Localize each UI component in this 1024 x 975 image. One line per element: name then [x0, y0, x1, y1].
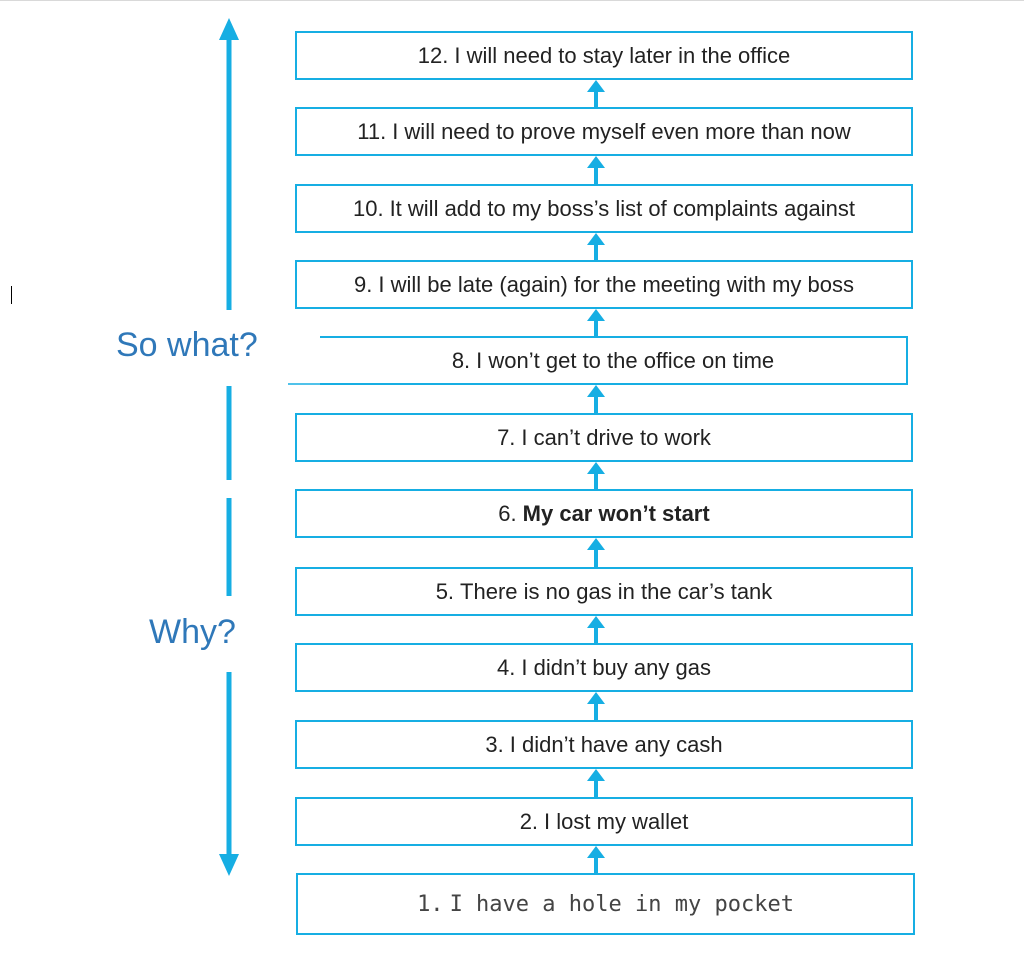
step-box-1: 1.I have a hole in my pocket — [296, 873, 915, 935]
step-number: 7. — [497, 424, 516, 450]
step-number: 10. — [352, 195, 384, 221]
connector-arrow-head — [587, 309, 605, 321]
connector-arrow-head — [587, 233, 605, 245]
top-divider — [0, 0, 1024, 1]
step-text: I will be late (again) for the meeting w… — [378, 271, 854, 297]
connector-arrow-head — [587, 616, 605, 628]
text-cursor — [11, 286, 12, 304]
step-box-7: 7.I can’t drive to work — [295, 413, 913, 462]
so-what-arrow-head — [219, 18, 239, 40]
step-box-10: 10.It will add to my boss’s list of comp… — [295, 184, 913, 233]
step-box-4: 4.I didn’t buy any gas — [295, 643, 913, 692]
step-box-9: 9.I will be late (again) for the meeting… — [295, 260, 913, 309]
connector-arrow-head — [587, 692, 605, 704]
step-number: 12. — [417, 42, 449, 68]
step-box-11: 11.I will need to prove myself even more… — [295, 107, 913, 156]
connector-arrow-head — [587, 538, 605, 550]
step-text: I will need to stay later in the office — [454, 42, 791, 68]
step-number: 9. — [353, 271, 373, 297]
step-text: I didn’t have any cash — [509, 731, 723, 757]
step-box-12: 12.I will need to stay later in the offi… — [295, 31, 913, 80]
connector-arrow-head — [587, 156, 605, 168]
step-text: I have a hole in my pocket — [449, 891, 794, 917]
connector-arrow-head — [587, 769, 605, 781]
connector-arrow-head — [587, 846, 605, 858]
step-text: My car won’t start — [522, 500, 710, 526]
step-box-8: 8.I won’t get to the office on time — [320, 336, 908, 385]
step-text: I won’t get to the office on time — [476, 347, 775, 373]
step-number: 11. — [357, 118, 387, 144]
connector-arrow-head — [587, 80, 605, 92]
step-box-5: 5.There is no gas in the car’s tank — [295, 567, 913, 616]
step-text: It will add to my boss’s list of complai… — [389, 195, 856, 221]
step-text: I can’t drive to work — [521, 424, 711, 450]
step-number: 1. — [417, 891, 444, 917]
step-text: I didn’t buy any gas — [521, 654, 711, 680]
step-text: I will need to prove myself even more th… — [392, 118, 851, 144]
step-number: 3. — [485, 731, 504, 757]
connector-arrow-head — [587, 385, 605, 397]
step-box-3: 3.I didn’t have any cash — [295, 720, 913, 769]
step-text: There is no gas in the car’s tank — [460, 578, 773, 604]
so-what-label: So what? — [116, 326, 258, 364]
step-box-6: 6.My car won’t start — [295, 489, 913, 538]
step-number: 6. — [498, 500, 517, 526]
step-number: 4. — [497, 654, 516, 680]
step-number: 2. — [519, 808, 539, 834]
step-box-2: 2.I lost my wallet — [295, 797, 913, 846]
step-number: 5. — [435, 578, 455, 604]
connector-arrow-head — [587, 462, 605, 474]
why-label: Why? — [149, 613, 236, 651]
step-number: 8. — [451, 347, 471, 373]
step-text: I lost my wallet — [544, 808, 689, 834]
why-arrow-head — [219, 854, 239, 876]
